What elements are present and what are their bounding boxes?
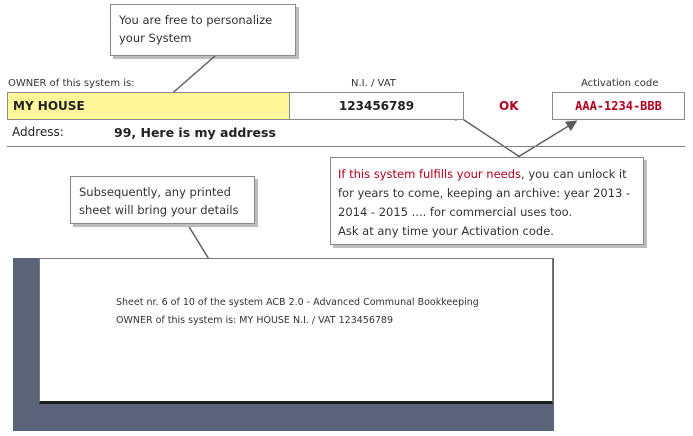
owner-field[interactable]: MY HOUSE <box>7 92 290 120</box>
vat-field[interactable]: 123456789 <box>289 92 464 120</box>
unlock-ask: Ask at any time your Activation code. <box>338 224 554 238</box>
printed-text: Subsequently, any printed sheet will bri… <box>79 185 239 217</box>
unlock-highlight: If this system fulfills your needs <box>338 167 522 181</box>
activation-value: AAA-1234-BBB <box>575 99 662 113</box>
unlock-text: , you can unlock it for years to come, k… <box>338 167 631 219</box>
sheet-line-2: OWNER of this system is: MY HOUSE N.I. /… <box>116 315 394 326</box>
owner-value: MY HOUSE <box>13 99 85 113</box>
personalize-text: You are free to personalize your System <box>119 13 273 45</box>
vat-value: 123456789 <box>338 99 415 113</box>
activation-field[interactable]: AAA-1234-BBB <box>552 92 685 120</box>
address-label: Address: <box>12 125 64 139</box>
sheet-line-1: Sheet nr. 6 of 10 of the system ACB 2.0 … <box>116 297 479 308</box>
unlock-callout: If this system fulfills your needs, you … <box>330 157 644 245</box>
status-ok: OK <box>499 99 519 113</box>
form-divider <box>7 146 685 147</box>
printed-callout: Subsequently, any printed sheet will bri… <box>70 176 255 224</box>
sheet-page: Sheet nr. 6 of 10 of the system ACB 2.0 … <box>39 258 553 404</box>
address-value[interactable]: 99, Here is my address <box>114 125 276 140</box>
personalize-callout: You are free to personalize your System <box>110 4 296 56</box>
activation-label: Activation code <box>581 78 659 89</box>
vat-label: N.I. / VAT <box>351 78 396 89</box>
owner-label: OWNER of this system is: <box>8 78 135 89</box>
